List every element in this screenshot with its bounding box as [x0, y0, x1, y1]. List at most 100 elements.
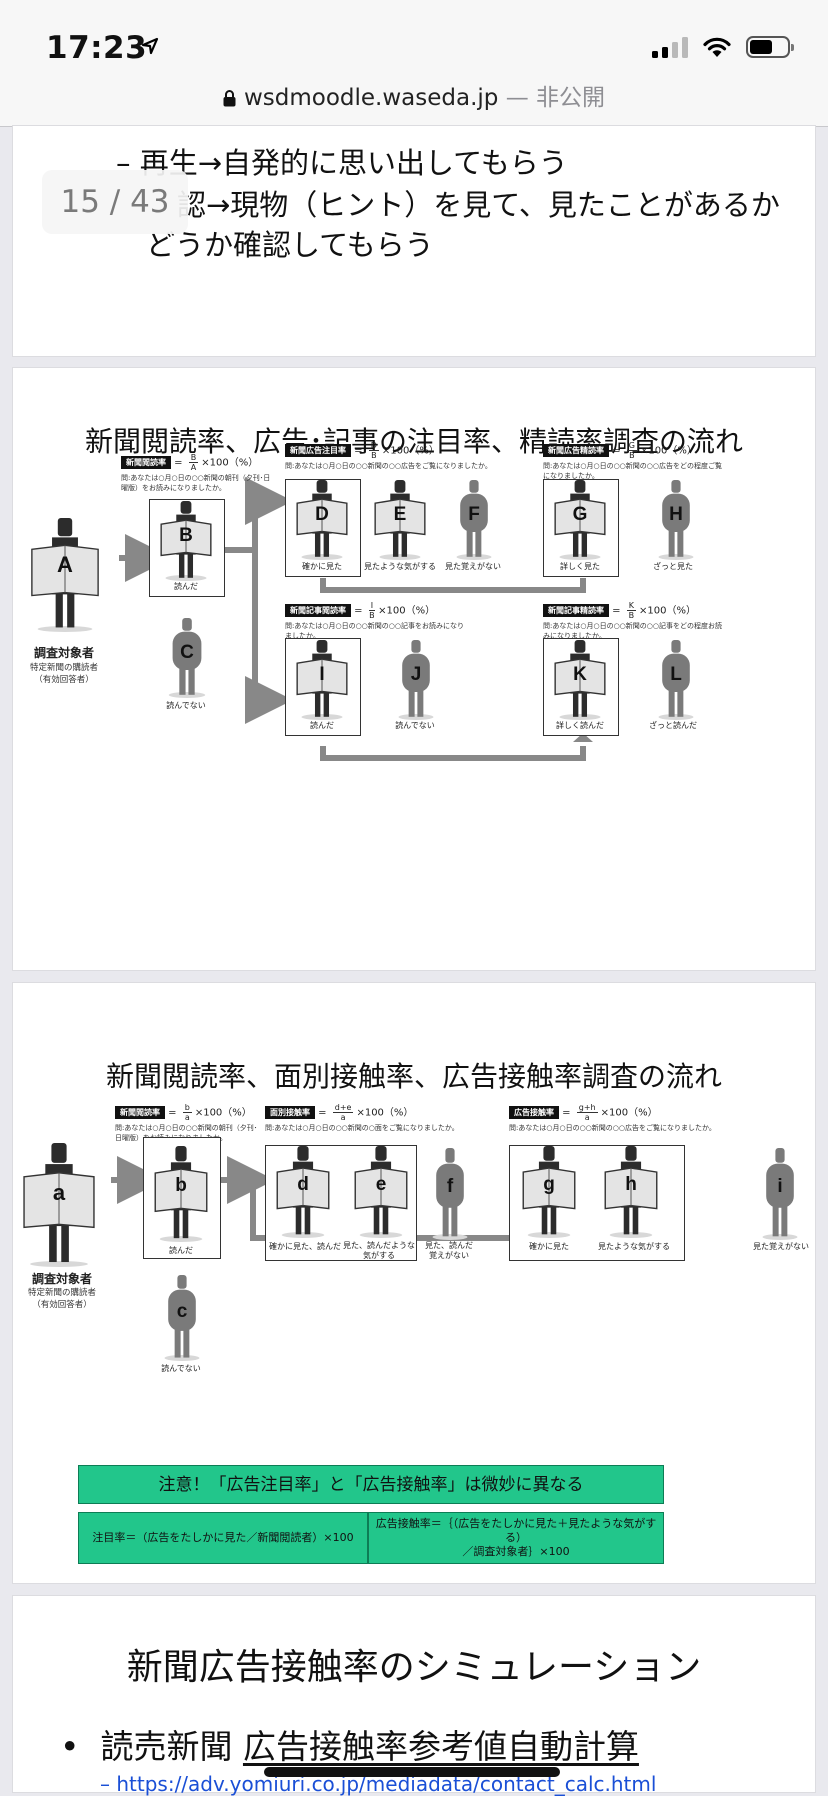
- caption-J: 読んでない: [395, 721, 435, 730]
- figure-d: d: [275, 1146, 331, 1238]
- caption-line: 見た、読んだ: [425, 1241, 473, 1250]
- formula-tag: 面別接触率: [265, 1106, 315, 1119]
- figure-a: a: [21, 1143, 97, 1267]
- figure-D: D: [295, 480, 349, 560]
- question-line: になりましたか。: [543, 472, 599, 480]
- question-line: 問:あなたは○月○日の○○新聞の○○記事をお読みになり: [285, 622, 465, 630]
- subject-sub: 特定新聞の購読者（有効回答者）: [19, 662, 109, 686]
- caption-c: 読んでない: [161, 1364, 201, 1373]
- figure-E: E: [373, 480, 427, 560]
- slide-title: 新聞閲読率、広告･記事の注目率、精読率調査の流れ: [84, 425, 743, 458]
- figure-J: J: [393, 640, 439, 720]
- caption-line: 見た、読んだような: [343, 1241, 415, 1250]
- formula-question: 問:あなたは○月○日の○○新聞の○○広告をご覧になりましたか。: [285, 461, 492, 471]
- formula-num: D: [368, 441, 379, 451]
- formula-num: B: [188, 453, 199, 463]
- page-indicator: 15 / 43: [42, 170, 188, 234]
- formula-den: B: [369, 611, 375, 620]
- formula-num: d+e: [332, 1103, 354, 1113]
- formula-tag: 新聞閲読率: [115, 1106, 165, 1119]
- caption-h: 見たような気がする: [598, 1242, 670, 1251]
- figure-letter: d: [297, 1173, 309, 1195]
- caption-line: 覚えがない: [429, 1251, 469, 1260]
- slide-title: 新聞広告接触率のシミュレーション: [126, 1647, 702, 1688]
- formula-num: I: [368, 601, 376, 611]
- figure-K: K: [553, 640, 607, 720]
- caption-I: 読んだ: [310, 721, 334, 730]
- note-line: 広告接触率＝｛（広告をたしかに見た＋見たような気がする）: [375, 1517, 657, 1544]
- bullet-item: • 読売新聞 広告接触率参考値自動計算: [60, 1727, 639, 1766]
- figure-letter: H: [669, 504, 683, 525]
- formula-tag: 新聞広告注目率: [285, 444, 351, 457]
- formula-suffix: ×100（%）: [600, 1107, 658, 1119]
- formula-suffix: ×100（%）: [194, 1107, 252, 1119]
- figure-letter: E: [393, 504, 407, 525]
- caption-K: 詳しく読んだ: [556, 721, 604, 730]
- figure-letter: C: [180, 642, 194, 663]
- slide-14: – 再生→自発的に思い出してもらう 認→現物（ヒント）を見て、見たことがあるか …: [13, 126, 815, 356]
- formula-suffix: ×100（%）: [639, 445, 697, 457]
- figure-C: C: [163, 618, 211, 698]
- formula-den: A: [190, 463, 197, 472]
- subject-sub-line: 特定新聞の購読者: [27, 1288, 96, 1298]
- formula-question: 問:あなたは○月○日の○○新聞の○○広告をご覧になりましたか。: [509, 1123, 716, 1133]
- question-line: 問:あなたは○月○日の○○新聞の朝刊（夕刊･: [115, 1124, 258, 1132]
- figure-B: B: [159, 501, 213, 581]
- slide-text-line-3: どうか確認してもらう: [146, 228, 434, 262]
- formula-num: K: [626, 601, 636, 611]
- figure-letter: e: [375, 1173, 387, 1195]
- home-indicator[interactable]: [264, 1767, 560, 1777]
- formula-question: 問:あなたは○月○日の○○新聞の朝刊（夕刊･日曜版）をお読みになりましたか。: [121, 473, 270, 493]
- figure-letter: G: [572, 504, 588, 525]
- figure-A: A: [29, 518, 101, 632]
- figure-letter: A: [57, 552, 73, 578]
- formula-den: a: [584, 1113, 590, 1122]
- figure-f: f: [427, 1148, 473, 1240]
- question-line: 問:あなたは○月○日の○○新聞の朝刊（夕刊･日: [121, 474, 271, 482]
- status-time: 17:23: [46, 30, 148, 66]
- caption-line: 気がする: [363, 1251, 395, 1260]
- wifi-icon: [703, 37, 731, 57]
- calc-link[interactable]: 広告接触率参考値自動計算: [242, 1727, 639, 1766]
- formula-den: B: [371, 451, 377, 460]
- figure-letter: h: [625, 1173, 637, 1195]
- caption-E: 見たような気がする: [364, 562, 436, 571]
- caption-D: 確かに見た: [302, 562, 342, 571]
- caption-b: 読んだ: [169, 1246, 193, 1255]
- address-bar[interactable]: wsdmoodle.waseda.jp — 非公開: [0, 78, 828, 113]
- figure-F: F: [451, 480, 497, 560]
- caption-B: 読んだ: [174, 582, 198, 591]
- formula-tag: 新聞記事精読率: [543, 604, 609, 617]
- caption-i: 見た覚えがない: [753, 1242, 809, 1251]
- formula-num: b: [182, 1103, 192, 1113]
- slide-title: 新聞閲読率、面別接触率、広告接触率調査の流れ: [105, 1060, 722, 1093]
- subject-label: 調査対象者: [33, 646, 94, 660]
- bullet-text: 読売新聞: [100, 1727, 243, 1766]
- figure-letter: B: [179, 525, 193, 546]
- question-line: 問:あなたは○月○日の○○新聞の○○広告をご覧になりましたか。: [285, 462, 492, 470]
- question-line: 問:あなたは○月○日の○○新聞の○○記事をどの程度お読: [543, 622, 723, 630]
- figure-c: c: [159, 1275, 205, 1361]
- formula-num: g+h: [576, 1103, 598, 1113]
- caption-G: 詳しく見た: [560, 562, 600, 571]
- formula-den: a: [340, 1113, 346, 1122]
- figure-letter: K: [573, 664, 587, 685]
- figure-letter: F: [468, 504, 480, 525]
- formula-suffix: ×100（%）: [639, 605, 696, 617]
- battery-icon: [746, 36, 794, 58]
- caption-L: ざっと読んだ: [649, 721, 697, 730]
- note-contact-rate: 広告接触率＝｛（広告をたしかに見た＋見たような気がする）／調査対象者｝×100: [368, 1512, 664, 1564]
- figure-h: h: [603, 1146, 659, 1238]
- subject-sub-line: （有効回答者）: [34, 675, 94, 685]
- slide-17: 新聞広告接触率のシミュレーション: [13, 1596, 815, 1792]
- formula-den: B: [629, 451, 635, 460]
- formula-den: a: [184, 1113, 190, 1122]
- question-line: 問:あなたは○月○日の○○新聞の○面をご覧になりましたか。: [265, 1124, 459, 1132]
- question-line: 問:あなたは○月○日の○○新聞の○○広告をどの程度ご覧: [543, 462, 723, 470]
- figure-I: I: [295, 640, 349, 720]
- formula-tag: 新聞閲読率: [121, 456, 171, 469]
- figure-L: L: [653, 640, 699, 720]
